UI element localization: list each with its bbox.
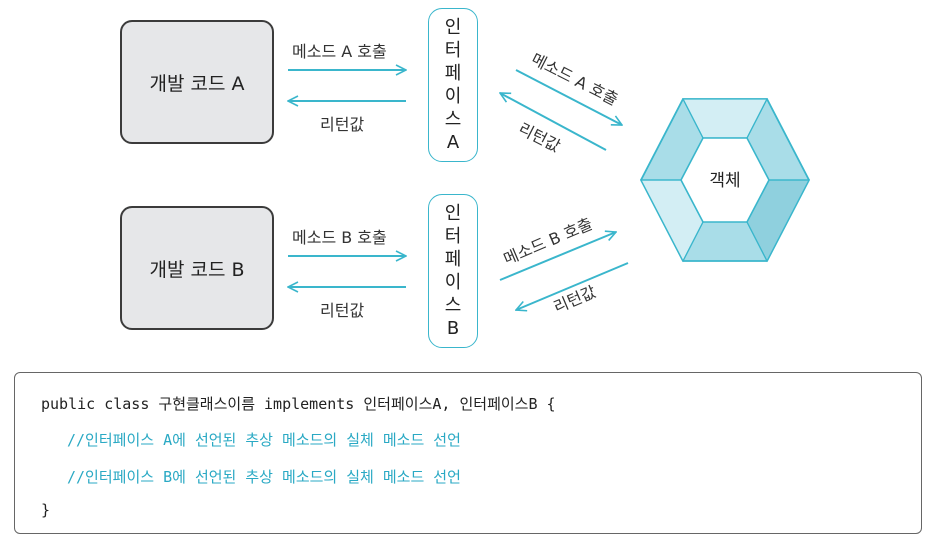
interface-b-char: B: [446, 318, 460, 339]
interface-b-char: 페: [444, 249, 462, 270]
interface-a-char: A: [446, 132, 460, 153]
interface-b-char: 인: [444, 203, 462, 224]
diagram-graphics: [0, 0, 811, 360]
dev-code-b-label: 개발 코드 B: [149, 258, 245, 281]
interface-a-box: 인 터 페 이 스 A: [428, 8, 478, 162]
object-hexagon: [639, 98, 811, 263]
dev-code-b-box: 개발 코드 B: [120, 206, 274, 330]
code-comment-interface-a: //인터페이스 A에 선언된 추상 메소드의 실체 메소드 선언: [67, 431, 461, 449]
interface-diagram: 개발 코드 A 개발 코드 B 인 터 페 이 스 A 인 터 페 이 스 B …: [0, 0, 811, 360]
interface-b-char: 터: [444, 226, 462, 247]
interface-b-char: 이: [444, 272, 462, 293]
call-a-label: 메소드 A 호출: [292, 42, 387, 61]
code-comment-interface-b: //인터페이스 B에 선언된 추상 메소드의 실체 메소드 선언: [67, 468, 461, 486]
interface-a-char: 이: [444, 86, 462, 107]
interface-b-box: 인 터 페 이 스 B: [428, 194, 478, 348]
arrow-call-a-object: [515, 69, 622, 126]
object-label: 객체: [709, 171, 741, 191]
return-a-label: 리턴값: [320, 115, 365, 134]
interface-a-char: 페: [444, 63, 462, 84]
interface-a-char: 스: [444, 109, 462, 130]
interface-b-char: 스: [444, 295, 462, 316]
arrow-return-b-object: [516, 262, 629, 310]
return-b-label: 리턴값: [320, 301, 365, 320]
arrow-return-a-object: [500, 92, 607, 151]
arrow-call-b-object: [499, 232, 616, 281]
dev-code-a-label: 개발 코드 A: [149, 72, 245, 95]
code-block: public class 구현클래스이름 implements 인터페이스A, …: [14, 372, 922, 534]
interface-a-char: 인: [444, 17, 462, 38]
dev-code-a-box: 개발 코드 A: [120, 20, 274, 144]
interface-a-char: 터: [444, 40, 462, 61]
code-line-closing-brace: }: [41, 501, 51, 519]
code-line-class-declaration: public class 구현클래스이름 implements 인터페이스A, …: [41, 395, 556, 413]
call-b-label: 메소드 B 호출: [292, 228, 387, 247]
